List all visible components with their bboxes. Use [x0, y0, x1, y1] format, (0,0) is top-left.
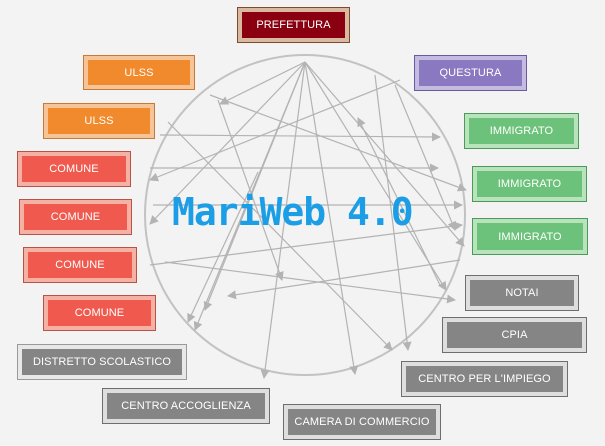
arrow [227, 259, 461, 300]
arrow [167, 121, 393, 351]
node-notai-label: NOTAI [505, 287, 539, 299]
arrow [374, 74, 412, 351]
connection-arrows [149, 61, 467, 379]
node-cpia-label: CPIA [501, 329, 528, 341]
arrow [203, 61, 306, 311]
node-comune-4[interactable]: COMUNE [44, 296, 155, 330]
arrow [187, 171, 259, 323]
arrow [394, 84, 457, 231]
arrow [149, 61, 306, 225]
node-distretto-scolastico-label: DISTRETTO SCOLASTICO [32, 356, 172, 368]
node-ulss-label: ULSS [124, 66, 154, 79]
node-centro-accoglienza[interactable]: CENTRO ACCOGLIENZA [103, 389, 269, 423]
node-ulss-1[interactable]: ULSS [84, 56, 194, 89]
node-comune-2[interactable]: COMUNE [20, 200, 131, 234]
arrow [219, 61, 306, 105]
node-immigrato-2[interactable]: IMMIGRATO [473, 167, 586, 201]
arrow [149, 79, 401, 182]
node-questura-label: QUESTURA [439, 67, 502, 79]
node-ulss-2[interactable]: ULSS [44, 104, 154, 138]
arrow [260, 61, 306, 379]
node-prefettura-label: PREFETTURA [256, 19, 331, 31]
node-camera-commercio-label: CAMERA DI COMMERCIO [294, 416, 430, 428]
node-immigrato-label: IMMIGRATO [497, 178, 562, 190]
node-centro-impiego[interactable]: CENTRO PER L'IMPIEGO [402, 362, 567, 396]
diagram-title: MariWeb 4.0 [172, 190, 414, 234]
node-immigrato-label: IMMIGRATO [489, 125, 554, 137]
node-comune-label: COMUNE [49, 163, 99, 175]
node-comune-3[interactable]: COMUNE [24, 248, 136, 282]
node-immigrato-3[interactable]: IMMIGRATO [473, 219, 587, 254]
node-ulss-label: ULSS [84, 115, 114, 127]
node-immigrato-1[interactable]: IMMIGRATO [465, 114, 578, 148]
arrow [149, 221, 463, 266]
arrow [304, 61, 359, 375]
node-centro-impiego-label: CENTRO PER L'IMPIEGO [418, 373, 551, 385]
node-notai[interactable]: NOTAI [466, 276, 578, 310]
node-comune-label: COMUNE [74, 307, 125, 319]
arrow [304, 61, 447, 291]
node-camera-commercio[interactable]: CAMERA DI COMMERCIO [284, 405, 440, 439]
node-comune-label: COMUNE [50, 211, 101, 223]
node-comune-label: COMUNE [55, 259, 105, 271]
node-cpia[interactable]: CPIA [443, 318, 586, 352]
arrow [159, 132, 441, 142]
arrow [357, 117, 441, 286]
node-immigrato-label: IMMIGRATO [498, 230, 562, 243]
network-circle [144, 54, 466, 376]
node-centro-accoglienza-label: CENTRO ACCOGLIENZA [121, 400, 251, 412]
arrow [209, 94, 467, 192]
node-distretto-scolastico[interactable]: DISTRETTO SCOLASTICO [18, 345, 186, 379]
node-prefettura[interactable]: PREFETTURA [238, 8, 349, 42]
node-questura[interactable]: QUESTURA [415, 56, 526, 90]
node-comune-1[interactable]: COMUNE [18, 152, 130, 186]
